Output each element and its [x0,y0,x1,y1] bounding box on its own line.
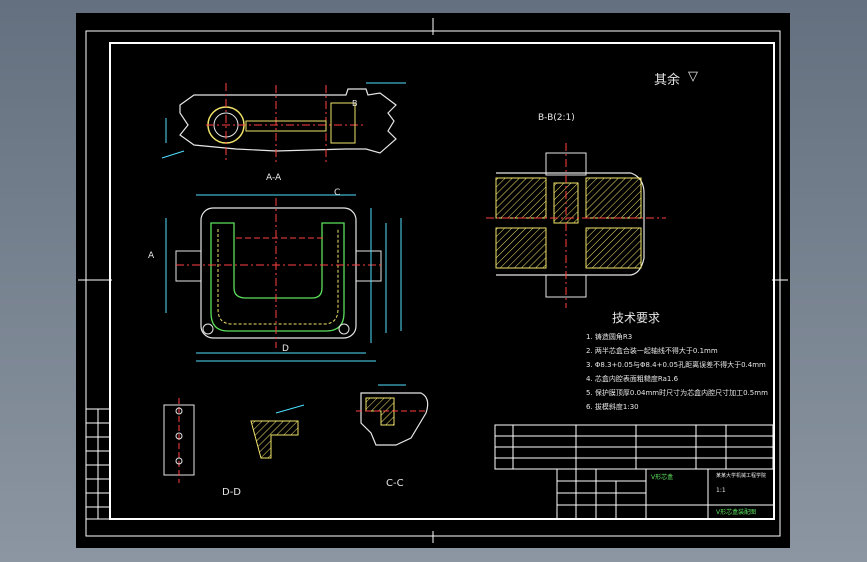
label-b: B [352,99,358,108]
view-top [161,82,406,163]
drawing-title: V形芯盒装配图 [716,509,757,516]
roughness-icon: ▽ [688,69,698,84]
label-c: C [334,188,341,198]
inner-border [109,42,775,520]
tech-req-item: 1. 铸造圆角R3 [586,333,633,341]
outer-border [85,30,781,537]
section-bb-label: B-B(2:1) [538,113,575,123]
section-aa-label: A-A [266,173,282,183]
company-name: 某某大学机械工程学院 [716,473,767,479]
tech-requirements-title: 技术要求 [612,311,661,325]
section-cc-label: C-C [386,478,404,489]
tech-req-item: 6. 拔模斜度1:30 [586,403,639,411]
view-front [165,194,402,362]
view-section-dd [163,398,195,483]
tech-req-item: 3. Φ8.3+0.05与Φ8.4+0.05孔距离误差不得大于0.4mm [586,361,766,369]
drawing-name: V形芯盒 [651,474,674,481]
tech-req-item: 5. 保护膜顶厚0.04mm时尺寸为芯盒内腔尺寸加工0.5mm [586,389,768,397]
surface-note: 其余 [654,73,681,88]
parts-list [494,424,774,470]
view-section-mid [250,404,305,459]
tech-req-item: 4. 芯盒内腔表面粗糙度Ra1.6 [586,375,679,383]
view-section-bb [486,143,666,308]
left-table [85,408,111,520]
label-a: A [148,251,155,261]
view-section-cc [356,384,429,446]
title-block [556,468,775,520]
tech-req-item: 2. 两半芯盒合装一起轴线不得大于0.1mm [586,347,718,355]
label-d: D [282,344,289,354]
section-dd-label: D-D [222,487,242,498]
drawing-sheet: 其余 ▽ B-B(2:1) A-A D-D C-C C A D B 技术要求 1… [76,13,790,548]
sheet-scale: 1:1 [716,487,726,494]
cad-drawing [78,18,788,543]
